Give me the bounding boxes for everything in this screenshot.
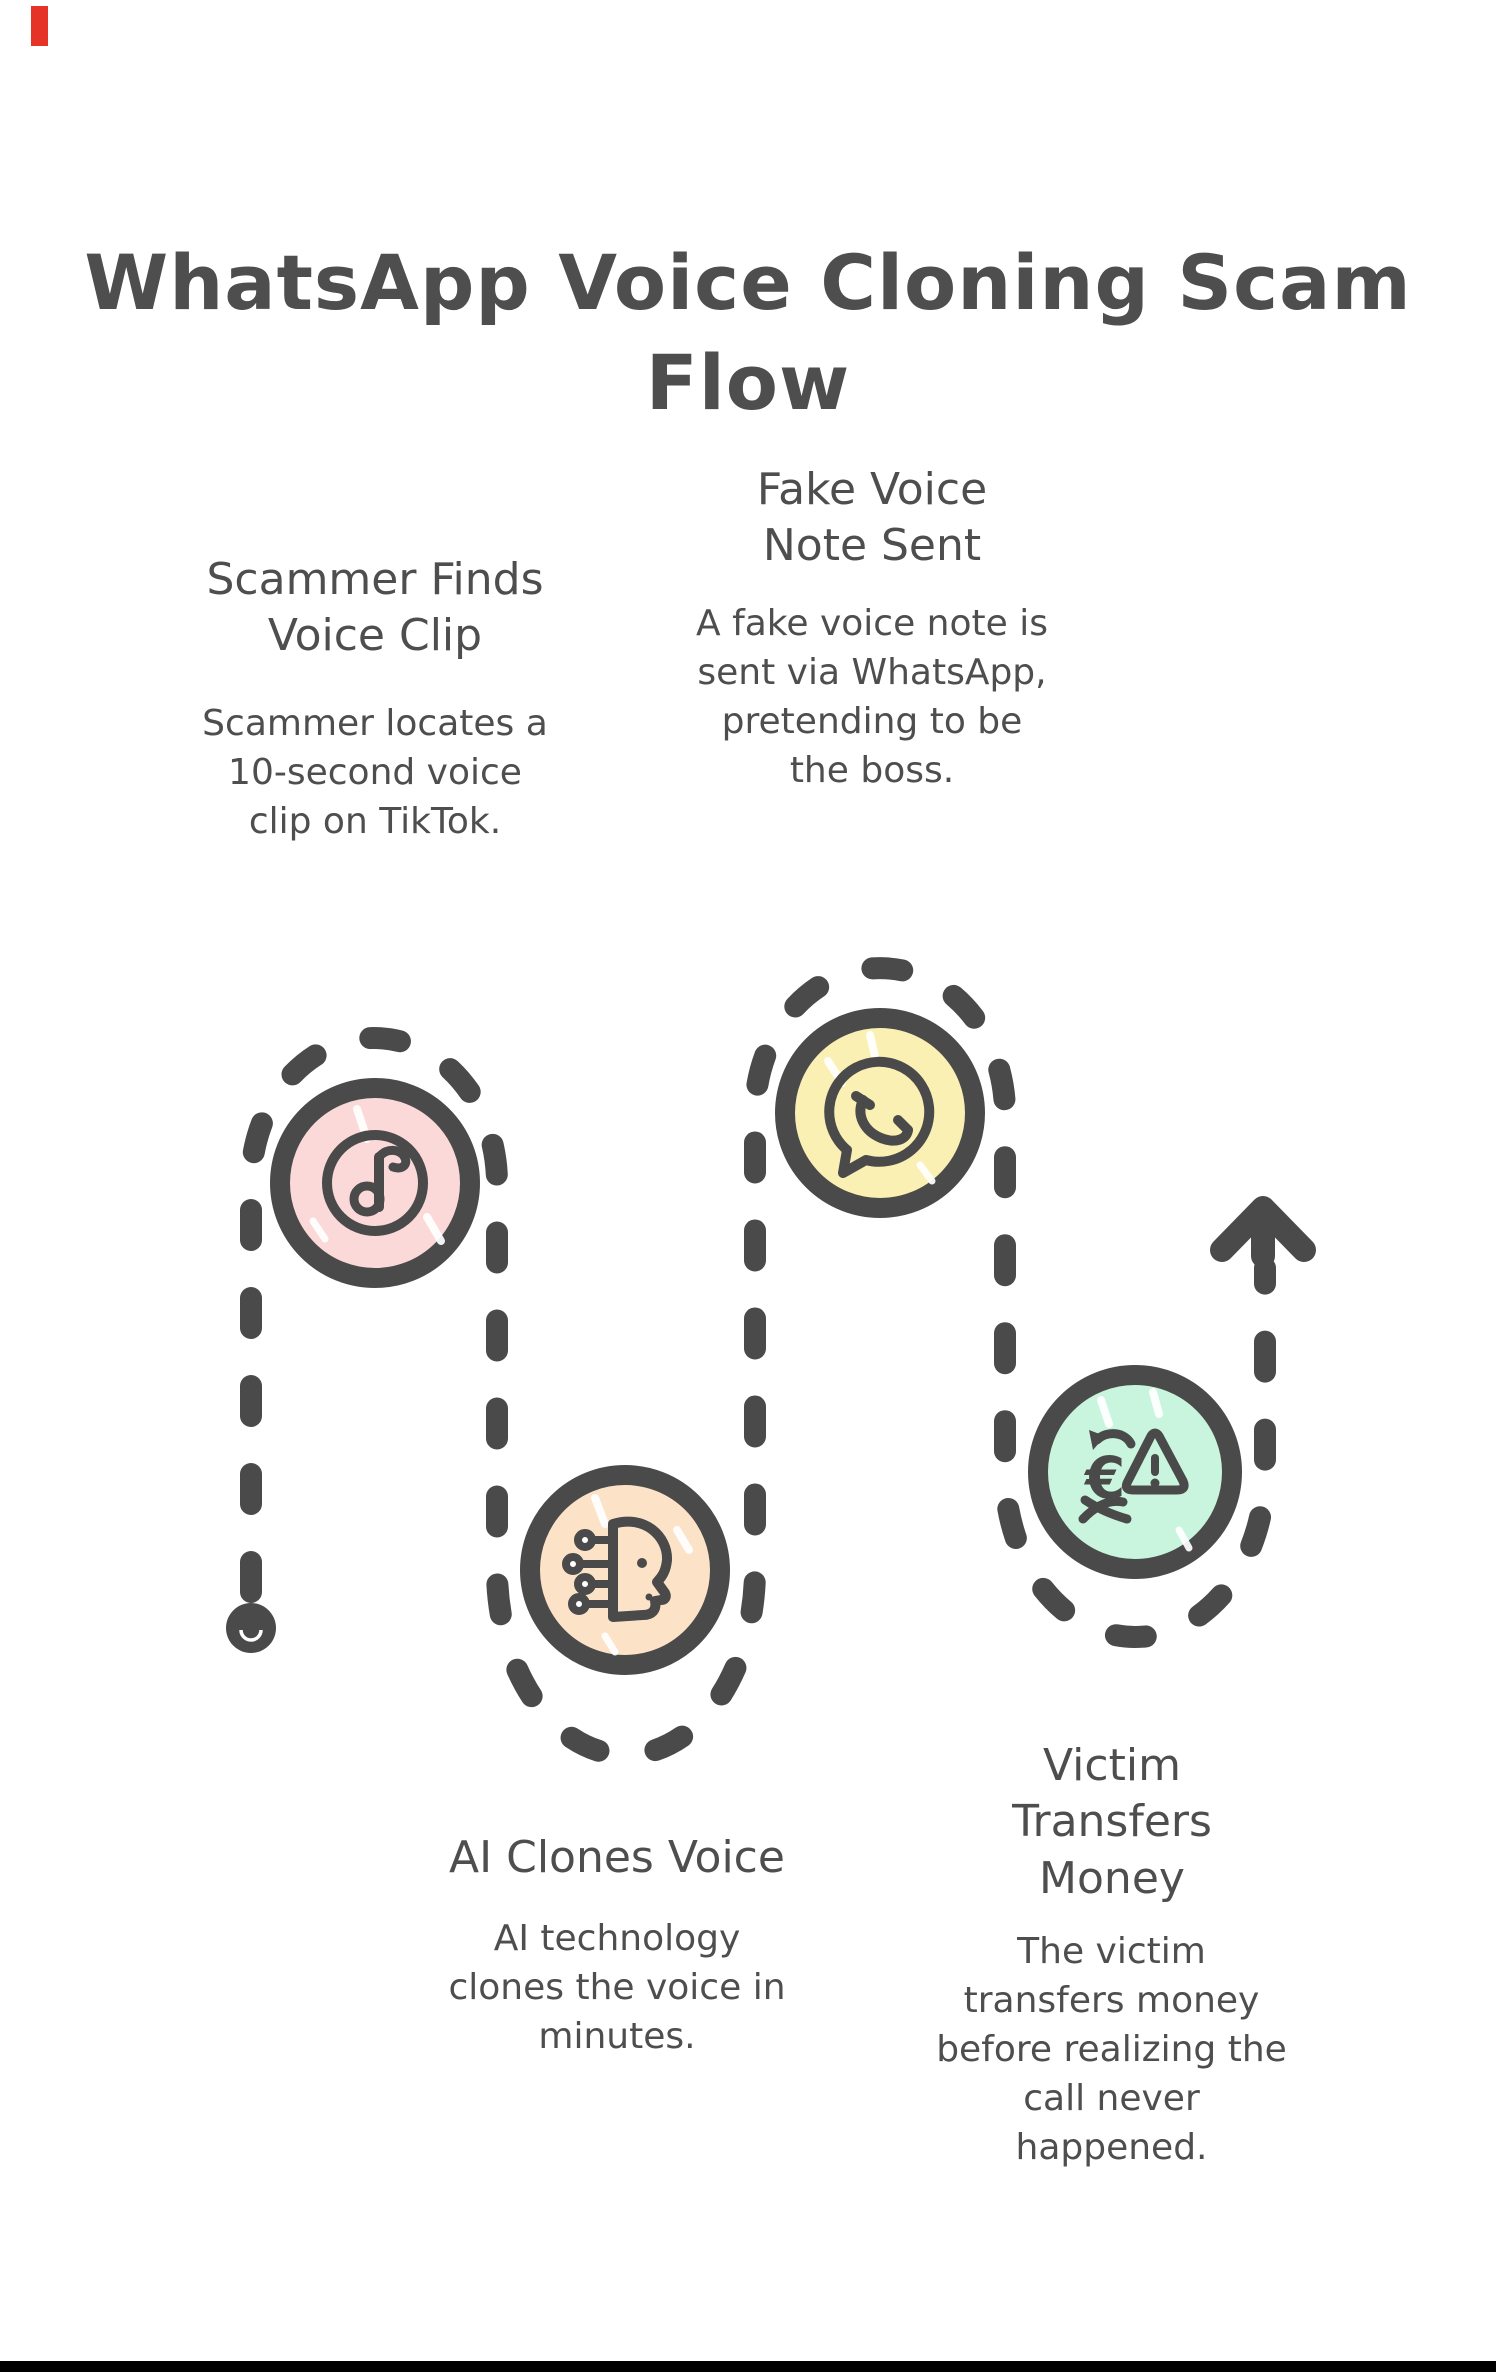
red-corner-mark (31, 6, 48, 46)
euro-warning-icon: € (1078, 1428, 1189, 1524)
path-start-dot (226, 1603, 276, 1653)
page-title: WhatsApp Voice Cloning Scam Flow (84, 237, 1412, 428)
step-3-circle (520, 1465, 730, 1675)
step-1-description: Scammer locates a 10-second voice clip o… (202, 703, 548, 842)
step-2-circle (775, 1008, 985, 1218)
flow-end-arrow-icon (1210, 1196, 1316, 1268)
step-1-heading: Scammer Finds Voice Clip (206, 554, 544, 662)
tiktok-note-icon (322, 1130, 428, 1236)
step-3-description: AI technology clones the voice in minute… (448, 1918, 786, 2057)
step-1-circle (270, 1078, 480, 1288)
dashed-flow-path (240, 957, 1276, 1766)
step-2-description: A fake voice note is sent via WhatsApp, … (696, 603, 1048, 791)
bottom-black-bar (0, 2361, 1496, 2372)
step-4-description: The victim transfers money before realiz… (936, 1931, 1287, 2168)
whatsapp-icon (824, 1056, 935, 1178)
step-3-heading: AI Clones Voice (449, 1832, 785, 1883)
ai-head-icon (562, 1516, 672, 1622)
step-4-heading: Victim Transfers Money (1012, 1740, 1212, 1904)
warning-triangle-icon (1121, 1428, 1189, 1495)
step-4-circle: € (1028, 1365, 1242, 1579)
step-2-heading: Fake Voice Note Sent (756, 464, 988, 572)
